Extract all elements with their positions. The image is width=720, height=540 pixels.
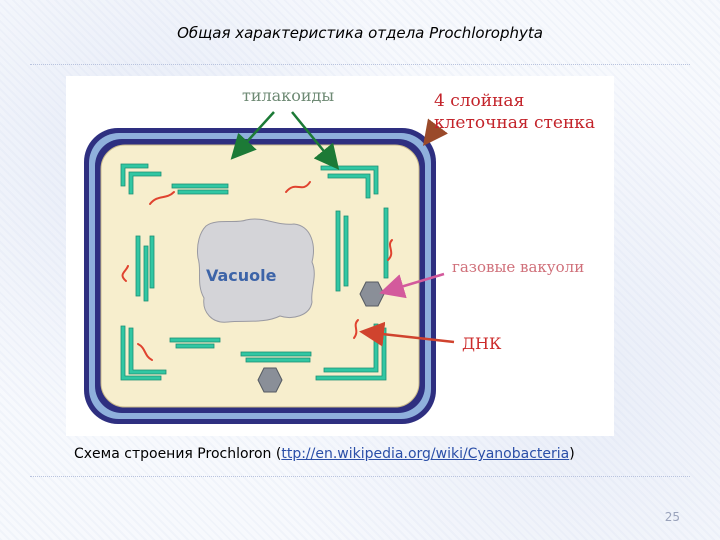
cell-wall-label-line1: 4 слойная [434,90,595,112]
cell-wall-label: 4 слойная клеточная стенка [434,90,595,134]
thylakoids-label: тилакоиды [242,86,334,105]
page-number: 25 [665,510,680,524]
top-divider [30,64,690,65]
caption-text: Схема строения Prochloron ( [74,446,281,462]
bottom-divider [30,476,690,477]
caption-close: ) [569,446,574,462]
prochloron-diagram: Vacuole тилакоиды 4 слойная клеточная ст… [66,76,614,436]
dna-label: ДНК [462,334,501,353]
figure-caption: Схема строения Prochloron (ttp://en.wiki… [74,446,575,462]
gas-vacuoles-label: газовые вакуоли [452,258,584,276]
caption-link[interactable]: ttp://en.wikipedia.org/wiki/Cyanobacteri… [281,446,569,462]
slide-title: Общая характеристика отдела Prochlorophy… [0,24,720,42]
vacuole-label: Vacuole [206,266,277,285]
cell-wall-label-line2: клеточная стенка [434,112,595,134]
